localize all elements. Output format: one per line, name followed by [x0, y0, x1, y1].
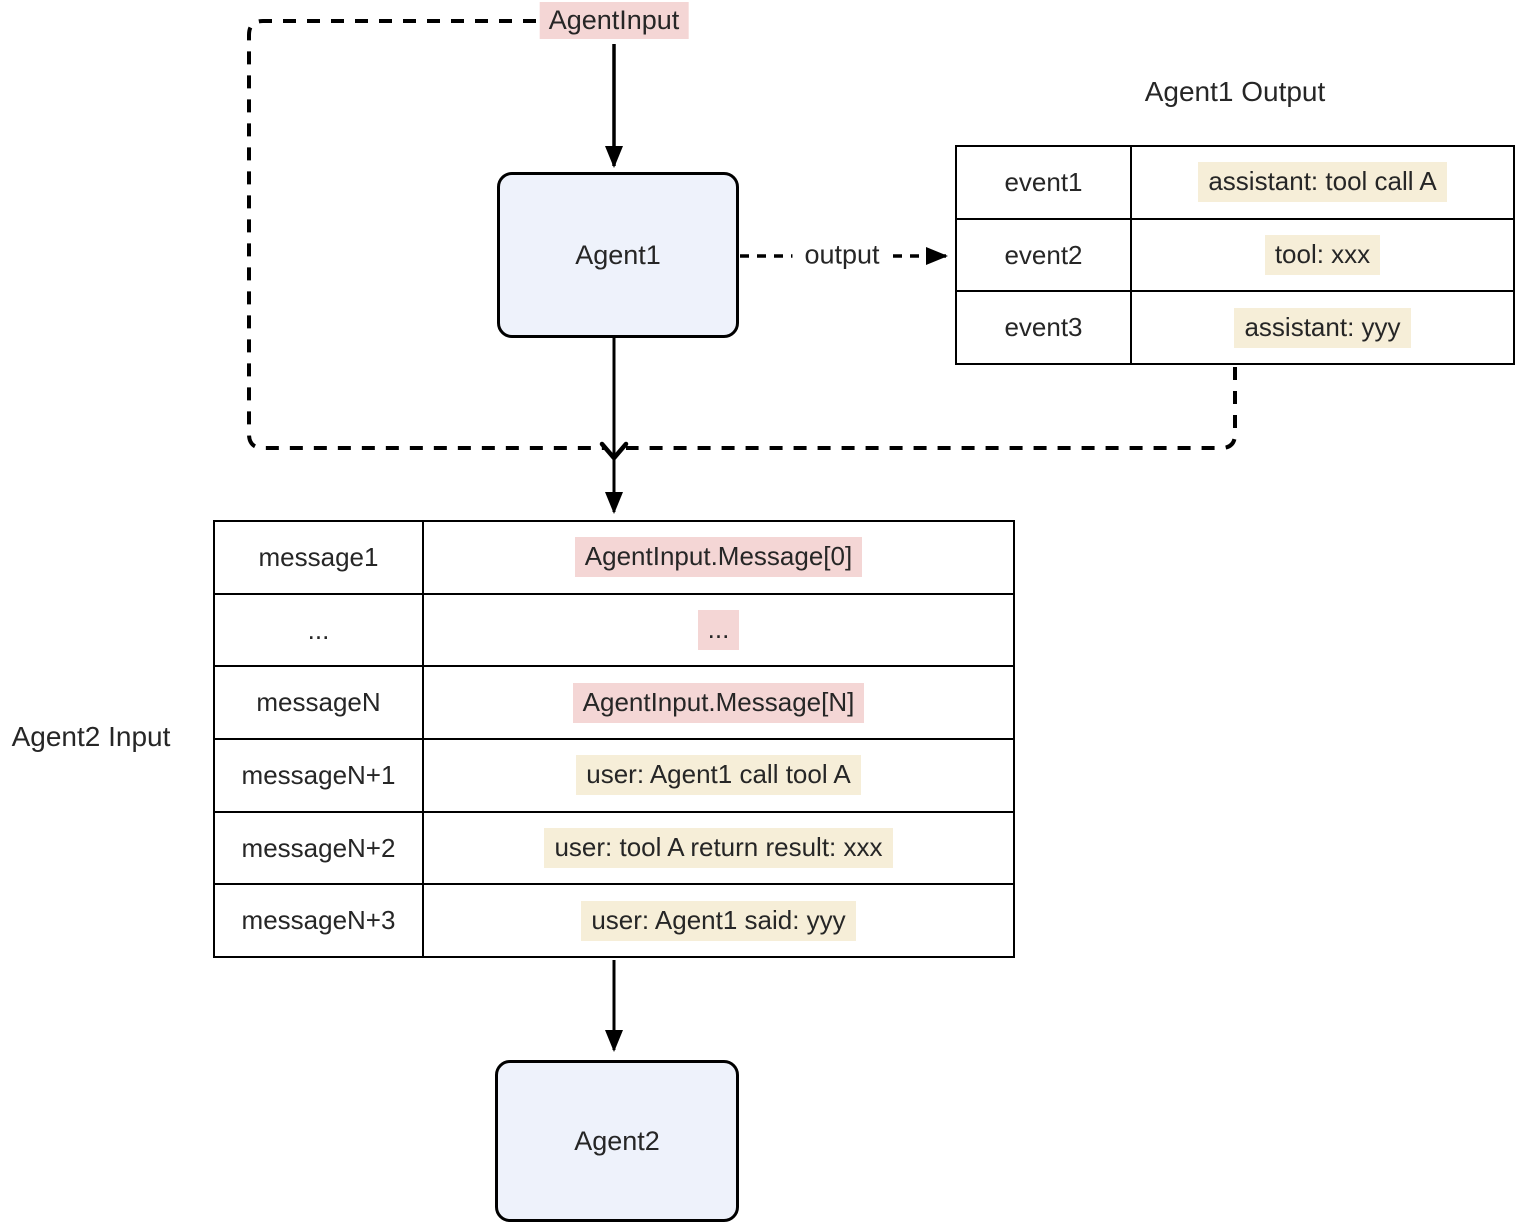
table-row: messageN+2 user: tool A return result: x… [215, 810, 1013, 884]
row-value-highlight: assistant: tool call A [1198, 162, 1447, 203]
row-value-cell: AgentInput.Message[N] [424, 667, 1013, 738]
table-row: event1 assistant: tool call A [957, 147, 1513, 218]
row-value-cell: ... [424, 595, 1013, 666]
agent1-output-table: event1 assistant: tool call A event2 too… [955, 145, 1515, 365]
row-value-cell: user: tool A return result: xxx [424, 813, 1013, 884]
row-value-highlight: assistant: yyy [1234, 307, 1411, 348]
row-value-highlight: ... [697, 610, 740, 650]
row-key-cell: messageN+2 [215, 812, 424, 884]
row-value-cell: user: Agent1 said: yyy [424, 885, 1013, 956]
junction-arrowhead [599, 441, 629, 461]
row-value-highlight: user: Agent1 call tool A [576, 755, 861, 796]
agent1-node[interactable]: Agent1 [497, 172, 739, 338]
agent1-node-label: Agent1 [575, 239, 661, 270]
row-key-cell: event1 [957, 147, 1132, 218]
row-value-cell: user: Agent1 call tool A [424, 740, 1013, 811]
agent2-input-title: Agent2 Input [11, 721, 171, 752]
row-value-highlight: user: Agent1 said: yyy [581, 900, 856, 941]
table-row: messageN AgentInput.Message[N] [215, 665, 1013, 739]
row-value-highlight: AgentInput.Message[N] [572, 682, 865, 723]
row-value-highlight: tool: xxx [1264, 235, 1381, 275]
row-key-cell: messageN+3 [215, 885, 424, 957]
agent2-node-label: Agent2 [574, 1125, 660, 1156]
table-row: ... ... [215, 592, 1013, 666]
agent2-node[interactable]: Agent2 [495, 1060, 739, 1222]
row-value-highlight: AgentInput.Message[0] [574, 537, 863, 578]
row-value-cell: AgentInput.Message[0] [424, 522, 1013, 593]
row-key-cell: event2 [957, 219, 1132, 291]
row-value-cell: tool: xxx [1132, 220, 1513, 291]
table-row: message1 AgentInput.Message[0] [215, 522, 1013, 593]
agent1-output-title: Agent1 Output [1144, 76, 1326, 107]
row-key-cell: ... [215, 594, 424, 666]
table-row: messageN+3 user: Agent1 said: yyy [215, 883, 1013, 957]
table-row: messageN+1 user: Agent1 call tool A [215, 738, 1013, 811]
row-key-cell: message1 [215, 522, 424, 593]
row-value-highlight: user: tool A return result: xxx [544, 828, 893, 868]
agent2-input-table: message1 AgentInput.Message[0] ... ... m… [213, 520, 1015, 958]
row-key-cell: messageN [215, 667, 424, 739]
row-key-cell: event3 [957, 292, 1132, 364]
row-value-cell: assistant: yyy [1132, 292, 1513, 363]
dashed-wire-agent1-output-to-junction [626, 367, 1237, 450]
agent-input-label: AgentInput [539, 2, 689, 39]
row-key-cell: messageN+1 [215, 740, 424, 811]
row-value-cell: assistant: tool call A [1132, 147, 1513, 218]
table-row: event2 tool: xxx [957, 217, 1513, 291]
output-edge-label: output [792, 239, 892, 271]
table-row: event3 assistant: yyy [957, 290, 1513, 364]
